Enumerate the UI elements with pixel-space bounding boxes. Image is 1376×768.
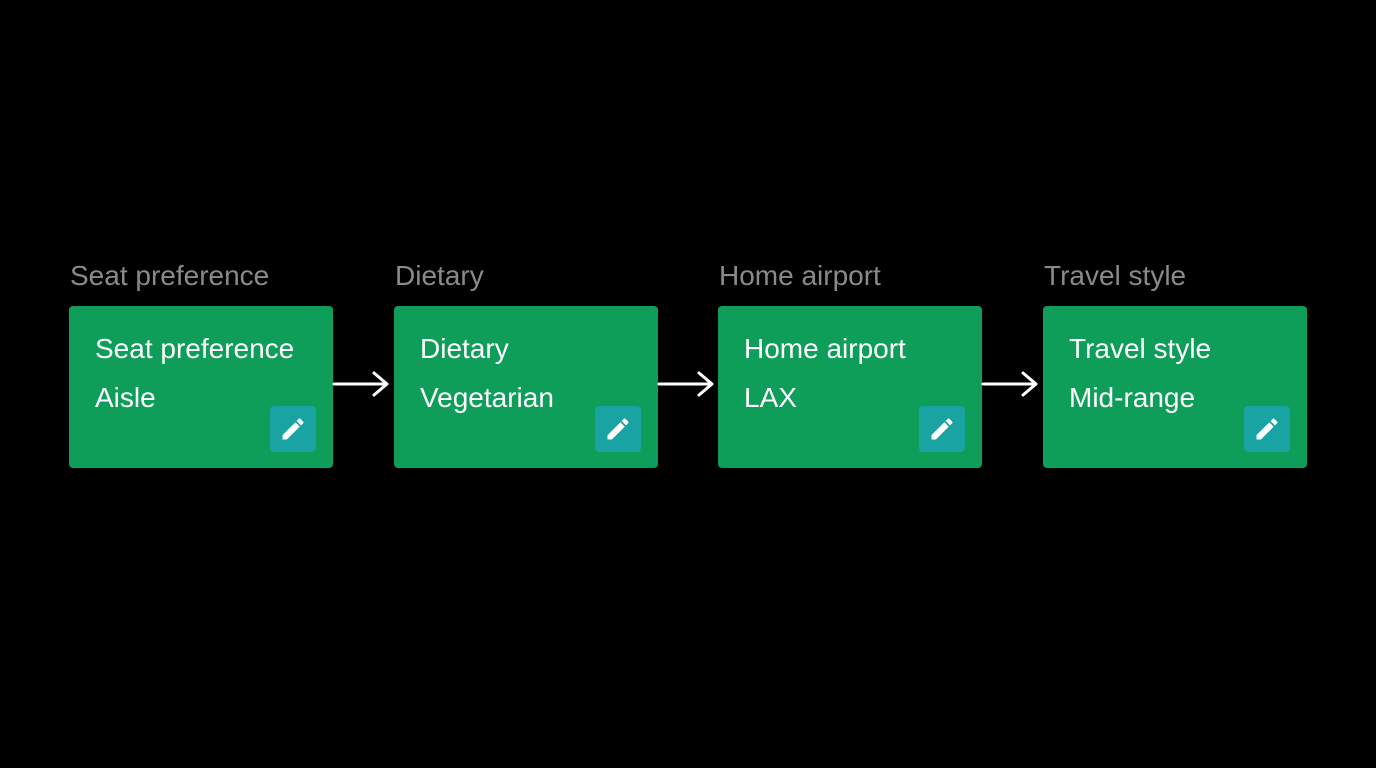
pref-label: Seat preference — [70, 260, 270, 291]
pref-seat: Seat preference Seat preference Aisle — [69, 256, 333, 468]
pref-card-title: Home airport — [744, 333, 906, 364]
pref-card-value: Vegetarian — [420, 382, 554, 413]
pref-card-seat: Seat preference Aisle — [69, 306, 333, 468]
pref-card-travel-style: Travel style Mid-range — [1043, 306, 1307, 468]
pref-label: Travel style — [1044, 260, 1187, 291]
edit-seat-preference-button[interactable] — [270, 406, 316, 452]
pref-card-value: LAX — [744, 382, 797, 413]
arrow-right-icon — [981, 369, 1039, 399]
pref-card-value: Aisle — [95, 382, 156, 413]
pencil-icon — [607, 418, 629, 440]
pencil-icon — [1256, 418, 1278, 440]
pref-card-home-airport: Home airport LAX — [718, 306, 982, 468]
pref-card-value: Mid-range — [1069, 382, 1196, 413]
edit-home-airport-button[interactable] — [919, 406, 965, 452]
pref-card-dietary: Dietary Vegetarian — [394, 306, 658, 468]
pref-travel-style: Travel style Travel style Mid-range — [1043, 256, 1307, 468]
pref-dietary: Dietary Dietary Vegetarian — [394, 256, 658, 468]
pref-card-title: Dietary — [420, 333, 509, 364]
pencil-icon — [282, 418, 304, 440]
pencil-icon — [931, 418, 953, 440]
pref-card-title: Seat preference — [95, 333, 295, 364]
edit-travel-style-button[interactable] — [1244, 406, 1290, 452]
arrow-right-icon — [657, 369, 715, 399]
pref-label: Home airport — [719, 260, 881, 291]
arrow-right-icon — [332, 369, 390, 399]
pref-label: Dietary — [395, 260, 484, 291]
edit-dietary-button[interactable] — [595, 406, 641, 452]
pref-home-airport: Home airport Home airport LAX — [718, 256, 982, 468]
pref-card-title: Travel style — [1069, 333, 1212, 364]
